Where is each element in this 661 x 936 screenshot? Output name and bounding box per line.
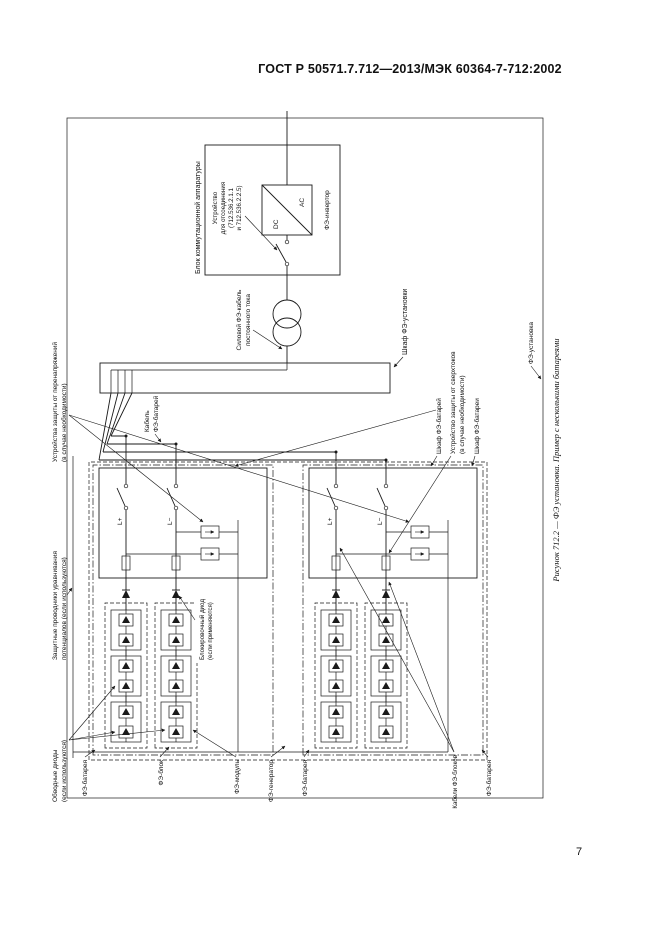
svg-text:постоянного тока: постоянного тока: [245, 294, 252, 346]
pv-module: [370, 655, 402, 697]
string-cables-label: Кабели ФЭ-блоков: [452, 754, 459, 808]
installation-boundary: [66, 117, 544, 799]
transformer-symbol: [272, 299, 302, 347]
bypass-diodes-label: Обводные диоды: [51, 749, 59, 802]
battery-cabinet-2: [308, 467, 478, 579]
svg-text:и 712.536.2.2.5): и 712.536.2.2.5): [236, 185, 243, 230]
disconnect-label: Устройство: [212, 191, 219, 224]
pv-module: [320, 701, 352, 743]
blocking-diode: [332, 590, 340, 598]
svg-text:(если используются): (если используются): [61, 740, 68, 802]
pole-label-minus: L−: [167, 517, 174, 525]
figure-caption: Рисунок 712.2 — ФЭ установка. Пример с н…: [551, 338, 561, 582]
svg-text:(в случае необходимости): (в случае необходимости): [458, 375, 466, 454]
svg-text:потенциалов (если используются: потенциалов (если используются): [61, 557, 68, 660]
overcurrent-label: Устройство защиты от сверхтоков: [449, 351, 457, 454]
spd: [410, 525, 430, 539]
equipotential-label: Защитные проводники уравнивания: [52, 551, 59, 660]
battery-cabinet-label: Шкаф ФЭ-батареи: [473, 398, 481, 454]
inverter-label: ФЭ-инвертор: [324, 190, 331, 230]
pv-battery-label-1: ФЭ-батарея: [81, 760, 89, 797]
svg-text:ФЭ-батарей: ФЭ-батарей: [152, 395, 160, 432]
blocking-diode: [172, 590, 180, 598]
pv-module: [320, 609, 352, 651]
pv-installation-diagram: L+ L−: [51, 111, 561, 809]
surge-protection-label: Устройства защиты от перенапряжений: [51, 342, 59, 462]
pv-module: [160, 701, 192, 743]
pv-battery-label-3: ФЭ-батарея: [485, 760, 493, 797]
pv-module: [370, 701, 402, 743]
pv-module: [110, 655, 142, 697]
disconnect-device: [275, 235, 290, 275]
battery-cables: [98, 392, 388, 462]
ac-label: AC: [299, 198, 306, 207]
switchgear-label: Блок коммутационной аппаратуры: [194, 161, 202, 274]
switchgear-box: [204, 144, 341, 276]
page-header: ГОСТ Р 50571.7.712—2013/МЭК 60364-7-712:…: [258, 62, 562, 76]
svg-text:(если применяются): (если применяются): [207, 602, 214, 660]
pv-module-label: ФЭ-модуль: [234, 759, 241, 793]
battery-cabinet-1: [98, 467, 268, 579]
dc-label: DC: [273, 219, 280, 229]
battery-cable-label: Кабель: [143, 410, 151, 432]
page-number: 7: [576, 846, 583, 858]
batteries-cabinet-label: Шкаф ФЭ-батарей: [435, 398, 443, 454]
pv-array-1-boundary: [92, 464, 274, 756]
blocking-diode: [122, 590, 130, 598]
installation-cabinet: [99, 362, 391, 394]
installation-cabinet-label: Шкаф ФЭ-установки: [402, 289, 409, 355]
pv-array-1: L+ L−: [92, 436, 274, 756]
svg-text:для отсоединения: для отсоединения: [220, 182, 227, 234]
pv-module: [110, 701, 142, 743]
spd: [200, 547, 220, 561]
inverter-symbol: DC AC: [261, 184, 313, 236]
pv-battery-label-2: ФЭ-батарея: [301, 760, 309, 797]
pv-module: [160, 655, 192, 697]
installation-label: ФЭ-установка: [528, 322, 535, 364]
pole-label-plus: L+: [117, 517, 124, 525]
pole-label-plus: L+: [327, 517, 334, 525]
spd: [410, 547, 430, 561]
pv-generator-boundary: [88, 461, 488, 761]
figure-rotated: L+ L−: [45, 110, 575, 810]
svg-text:(в случае необходимости): (в случае необходимости): [60, 383, 68, 462]
switchgear-assembly: DC AC Устройство для отсоединения (712.5…: [204, 111, 341, 276]
blocking-diode-label: Блокировочный диод: [199, 599, 206, 660]
pv-module: [320, 655, 352, 697]
spd: [200, 525, 220, 539]
dc-cable-label: Силовой ФЭ-кабель: [235, 289, 243, 350]
equipotential-conductor: [72, 456, 449, 758]
pole-label-minus: L−: [377, 517, 384, 525]
svg-text:(712.536.2.1.1: (712.536.2.1.1: [228, 187, 235, 227]
pv-array-2-boundary: [302, 464, 484, 756]
pv-module: [110, 609, 142, 651]
pv-string-label: ФЭ-блок: [157, 760, 165, 786]
blocking-diode: [382, 590, 390, 598]
pv-generator-label: ФЭ-генератор: [268, 760, 275, 802]
pv-array-2: L+ L−: [302, 452, 484, 756]
pv-module: [160, 609, 192, 651]
